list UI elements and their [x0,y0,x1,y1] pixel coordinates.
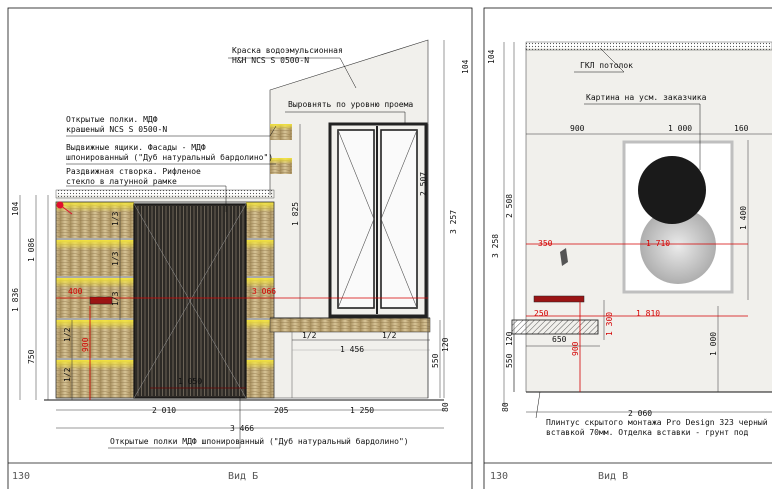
sheet-right: ГКЛ потолок Картина на усм. заказчика Пл… [483,7,772,489]
dim-3066: 3 066 [252,287,276,296]
dim-900: 900 [81,337,90,352]
dim-120: 120 [441,337,450,352]
note-paint-2: H&H NCS S 0500-N [232,56,309,65]
dim-half-3: 1/2 [302,331,317,340]
note-shelves-2: крашеный NCS S 0500-N [66,125,167,134]
dim-r-1000b: 1 000 [709,332,718,356]
cabinet-shelves [55,124,292,399]
dim-r-160: 160 [734,124,749,133]
dim-1250: 1 250 [350,406,374,415]
dim-half-1: 1/2 [63,327,72,342]
dim-r-250: 250 [534,309,549,318]
picture-frame [622,140,734,294]
note-ceiling: ГКЛ потолок [580,61,633,70]
note-plinth-1: Плинтус скрытого монтажа Pro Design 323 … [546,418,772,427]
note-shelves-1: Открытые полки. МДФ [66,115,158,124]
window [328,122,428,318]
note-align: Выровнять по уровню проема [288,100,413,109]
dim-half-2: 1/2 [63,367,72,382]
dim-3257: 3 257 [449,210,458,234]
dim-r-104: 104 [487,49,496,64]
dim-r-650: 650 [552,335,567,344]
dim-205: 205 [274,406,289,415]
dim-2507: 2 507 [419,172,428,196]
dim-third-3: 1/3 [111,291,120,306]
dim-104b: 104 [461,59,470,74]
dim-1825: 1 825 [291,202,300,226]
dim-r-2060: 2 060 [628,409,652,418]
dim-400: 400 [68,287,83,296]
dim-r-1000a: 1 000 [668,124,692,133]
dim-3466: 3 466 [230,424,254,433]
dim-r-3258: 3 258 [491,234,500,258]
ceiling-hatch-right [525,41,772,51]
window-sill [269,317,431,333]
socket-block-right [533,295,585,303]
dim-1456: 1 456 [340,345,364,354]
dim-r-900: 900 [570,124,585,133]
dim-r-120: 120 [505,331,514,346]
note-drawers-2: шпонированный ("Дуб натуральный бардолин… [66,152,273,162]
note-sliding-2: стекло в латунной рамке [66,177,177,186]
socket-block [89,296,113,305]
note-plinth-2: вставкой 70мм. Отделка вставки - грунт п… [546,428,748,437]
dim-r-1710: 1 710 [646,239,670,248]
dim-550: 550 [431,353,440,368]
console-shelf [511,319,599,335]
dim-750: 750 [27,349,36,364]
dim-third-1: 1/3 [111,211,120,226]
dim-r-350: 350 [538,239,553,248]
note-sliding-1: Раздвижная створка. Рифленое [66,167,201,176]
dim-1050: 1 050 [178,377,202,386]
dim-r-1400: 1 400 [739,206,748,230]
dim-r-550: 550 [505,353,514,368]
dim-1836: 1 836 [11,288,20,312]
note-picture: Картина на усм. заказчика [586,93,707,102]
dim-r-80: 80 [501,402,510,412]
dim-2010: 2 010 [152,406,176,415]
dim-r-1810: 1 810 [636,309,660,318]
dim-r-1300: 1 300 [605,312,614,336]
dim-third-2: 1/3 [111,251,120,266]
note-paint-1: Краска водоэмульсионная [232,46,343,55]
sheet-right-frame [483,7,772,489]
dim-1086: 1 086 [27,238,36,262]
sheet-right-title: Вид В [598,471,628,482]
sliding-glass-door [133,203,247,399]
sheet-left-title: Вид Б [228,471,258,482]
note-drawers-1: Выдвижные ящики. Фасады - МДФ [66,143,206,152]
dim-r-2508: 2 508 [505,194,514,218]
dim-r-900b: 900 [571,341,580,356]
note-bottom: Открытые полки МДФ шпонированный ("Дуб н… [110,436,409,446]
sheet-left: Краска водоэмульсионная H&H NCS S 0500-N… [7,7,473,489]
sheet-left-number: 130 [12,471,30,482]
sheet-left-frame [7,7,473,489]
dim-half-4: 1/2 [382,331,397,340]
dim-104a: 104 [11,201,20,216]
dim-80: 80 [441,402,450,412]
ceiling-hatch [55,189,275,199]
bracket [560,248,568,266]
sheet-right-number: 130 [490,471,508,482]
